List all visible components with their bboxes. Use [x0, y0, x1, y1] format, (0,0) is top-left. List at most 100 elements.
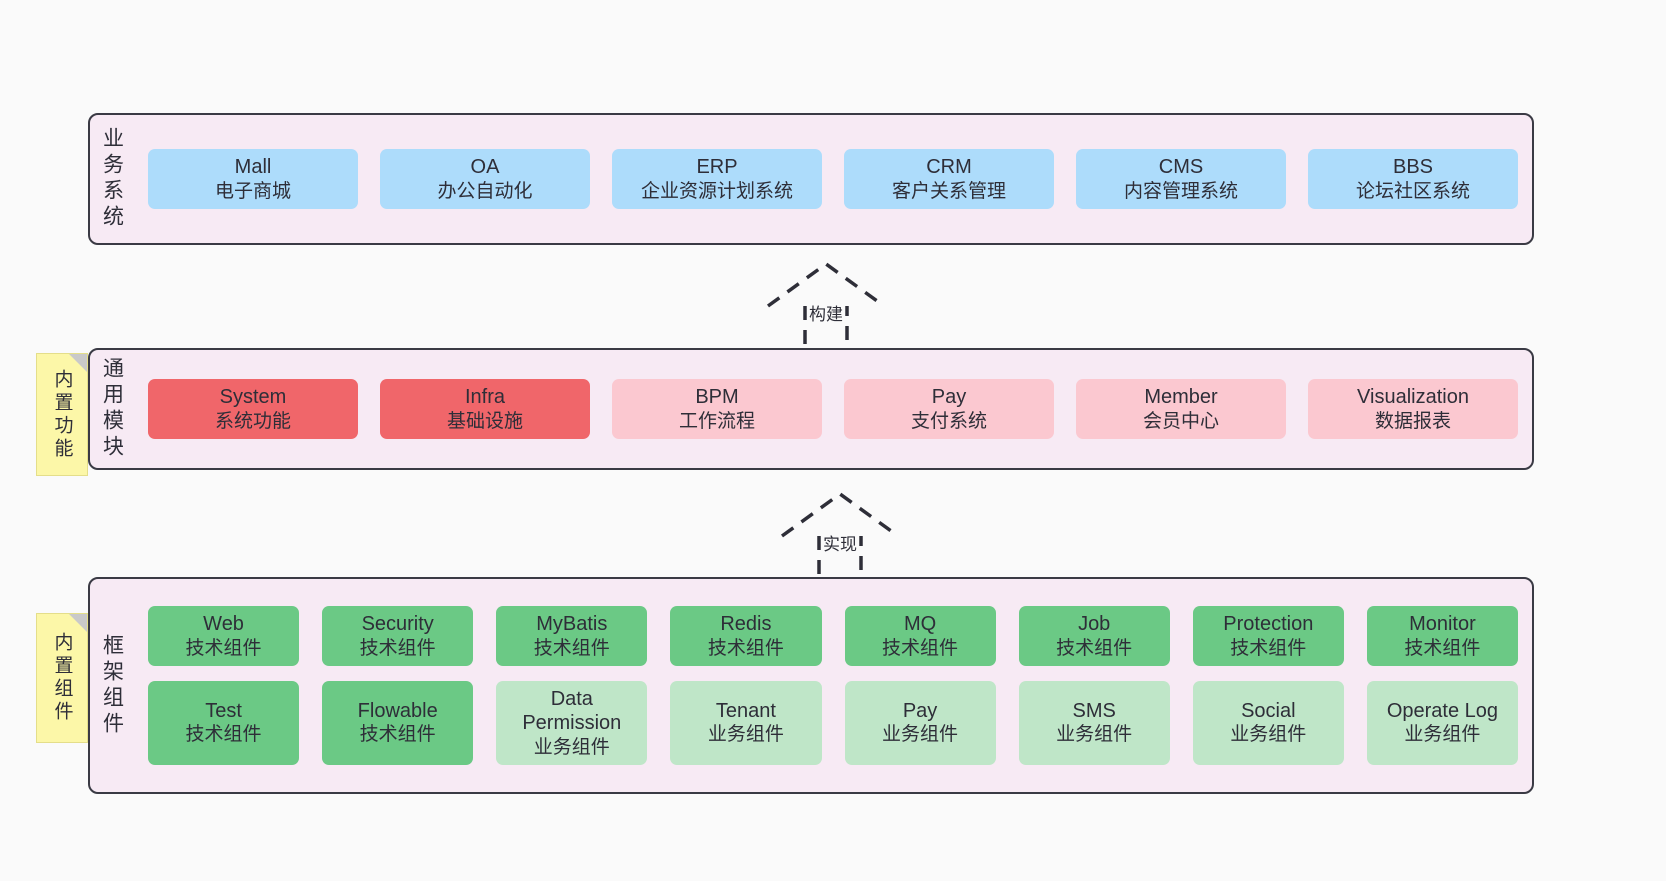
card-title: Visualization: [1357, 386, 1469, 409]
card-infra[interactable]: Infra 基础设施: [380, 379, 590, 439]
layer-body-business-systems: Mall 电子商城 OA 办公自动化 ERP 企业资源计划系统 CRM 客户关系…: [134, 115, 1532, 243]
card-title: Web: [203, 613, 244, 636]
card-subtitle: 企业资源计划系统: [640, 180, 793, 202]
card-subtitle: 业务组件: [882, 724, 959, 746]
card-title: Mall: [234, 156, 272, 179]
card-subtitle: 客户关系管理: [891, 180, 1006, 202]
card-redis[interactable]: Redis 技术组件: [670, 606, 822, 666]
card-title: OA: [470, 156, 500, 179]
card-member[interactable]: Member 会员中心: [1076, 379, 1286, 439]
card-title: Data Permission: [522, 687, 622, 735]
card-flowable[interactable]: Flowable 技术组件: [322, 680, 474, 765]
card-mq[interactable]: MQ 技术组件: [844, 606, 996, 666]
card-subtitle: 支付系统: [910, 410, 987, 432]
card-pay[interactable]: Pay 支付系统: [844, 379, 1054, 439]
note-builtin-components: 内置组件: [36, 613, 88, 743]
note-label: 内置组件: [51, 632, 73, 724]
card-title: BPM: [695, 386, 739, 409]
layer-body-framework-components: Web 技术组件 Security 技术组件 MyBatis 技术组件 Redi…: [134, 579, 1532, 792]
card-row-business: Test 技术组件 Flowable 技术组件 Data Permission …: [148, 680, 1518, 765]
card-visualization[interactable]: Visualization 数据报表: [1308, 379, 1518, 439]
connector-implement-label: 实现: [821, 530, 859, 555]
note-fold-corner-icon: [69, 354, 87, 372]
card-test[interactable]: Test 技术组件: [148, 680, 300, 765]
card-operate-log[interactable]: Operate Log 业务组件: [1366, 680, 1518, 765]
card-title: Tenant: [715, 699, 776, 722]
layer-business-systems: 业务系统 Mall 电子商城 OA 办公自动化 ERP 企业资源计划系统 CRM…: [88, 113, 1534, 245]
card-title: Security: [361, 613, 434, 636]
card-subtitle: 基础设施: [446, 410, 523, 432]
connector-build: 构建: [758, 258, 928, 358]
card-subtitle: 内容管理系统: [1123, 180, 1238, 202]
card-title: Infra: [464, 386, 506, 409]
card-data-permission[interactable]: Data Permission 业务组件: [496, 680, 648, 765]
connector-build-label: 构建: [807, 300, 845, 325]
card-subtitle: 技术组件: [185, 724, 262, 746]
card-title: Operate Log: [1386, 699, 1499, 722]
card-mall[interactable]: Mall 电子商城: [148, 149, 358, 209]
card-title: Member: [1144, 386, 1218, 409]
layer-framework-components: 框架组件 Web 技术组件 Security 技术组件 MyBatis 技术组件…: [88, 577, 1534, 794]
card-subtitle: 技术组件: [185, 637, 262, 659]
card-subtitle: 业务组件: [1230, 724, 1307, 746]
card-protection[interactable]: Protection 技术组件: [1192, 606, 1344, 666]
card-subtitle: 办公自动化: [437, 180, 533, 202]
card-pay-business[interactable]: Pay 业务组件: [844, 680, 996, 765]
card-subtitle: 技术组件: [1056, 637, 1133, 659]
note-fold-corner-icon: [69, 614, 87, 632]
card-subtitle: 技术组件: [707, 637, 784, 659]
card-web[interactable]: Web 技术组件: [148, 606, 300, 666]
card-cms[interactable]: CMS 内容管理系统: [1076, 149, 1286, 209]
card-bpm[interactable]: BPM 工作流程: [612, 379, 822, 439]
card-tenant[interactable]: Tenant 业务组件: [670, 680, 822, 765]
card-title: BBS: [1392, 156, 1434, 179]
card-subtitle: 数据报表: [1374, 410, 1451, 432]
card-title: CMS: [1158, 156, 1204, 179]
card-title: Social: [1241, 699, 1296, 722]
card-subtitle: 系统功能: [214, 410, 291, 432]
card-title: SMS: [1072, 699, 1116, 722]
card-mybatis[interactable]: MyBatis 技术组件: [496, 606, 648, 666]
card-erp[interactable]: ERP 企业资源计划系统: [612, 149, 822, 209]
card-title: Flowable: [357, 699, 438, 722]
card-title: Monitor: [1409, 613, 1476, 636]
card-row: System 系统功能 Infra 基础设施 BPM 工作流程 Pay 支付系统…: [148, 379, 1518, 439]
card-title: Job: [1078, 613, 1111, 636]
card-title: CRM: [926, 156, 972, 179]
card-row: Mall 电子商城 OA 办公自动化 ERP 企业资源计划系统 CRM 客户关系…: [148, 149, 1518, 209]
note-builtin-functions: 内置功能: [36, 353, 88, 476]
card-crm[interactable]: CRM 客户关系管理: [844, 149, 1054, 209]
card-monitor[interactable]: Monitor 技术组件: [1366, 606, 1518, 666]
card-title: System: [219, 386, 287, 409]
card-system[interactable]: System 系统功能: [148, 379, 358, 439]
card-oa[interactable]: OA 办公自动化: [380, 149, 590, 209]
card-subtitle: 论坛社区系统: [1355, 180, 1470, 202]
layer-title-business-systems: 业务系统: [100, 127, 124, 231]
card-title: MyBatis: [536, 613, 608, 636]
card-subtitle: 技术组件: [1230, 637, 1307, 659]
card-title: MQ: [903, 613, 937, 636]
card-subtitle: 会员中心: [1142, 410, 1219, 432]
card-subtitle: 业务组件: [1056, 724, 1133, 746]
card-subtitle: 业务组件: [1404, 724, 1481, 746]
connector-implement: 实现: [772, 488, 942, 588]
note-label: 内置功能: [51, 368, 73, 461]
layer-title-common-modules: 通用模块: [100, 357, 124, 461]
card-bbs[interactable]: BBS 论坛社区系统: [1308, 149, 1518, 209]
card-subtitle: 业务组件: [707, 724, 784, 746]
card-subtitle: 工作流程: [678, 410, 755, 432]
card-title: ERP: [696, 156, 738, 179]
card-social[interactable]: Social 业务组件: [1192, 680, 1344, 765]
card-subtitle: 技术组件: [533, 637, 610, 659]
card-row-technical: Web 技术组件 Security 技术组件 MyBatis 技术组件 Redi…: [148, 606, 1518, 666]
card-subtitle: 技术组件: [1404, 637, 1481, 659]
layer-common-modules: 通用模块 System 系统功能 Infra 基础设施 BPM 工作流程 Pay…: [88, 348, 1534, 470]
card-subtitle: 技术组件: [882, 637, 959, 659]
card-sms[interactable]: SMS 业务组件: [1018, 680, 1170, 765]
card-security[interactable]: Security 技术组件: [322, 606, 474, 666]
card-title: Pay: [931, 386, 967, 409]
card-title: Test: [205, 699, 242, 722]
card-job[interactable]: Job 技术组件: [1018, 606, 1170, 666]
layer-title-framework-components: 框架组件: [100, 633, 124, 738]
